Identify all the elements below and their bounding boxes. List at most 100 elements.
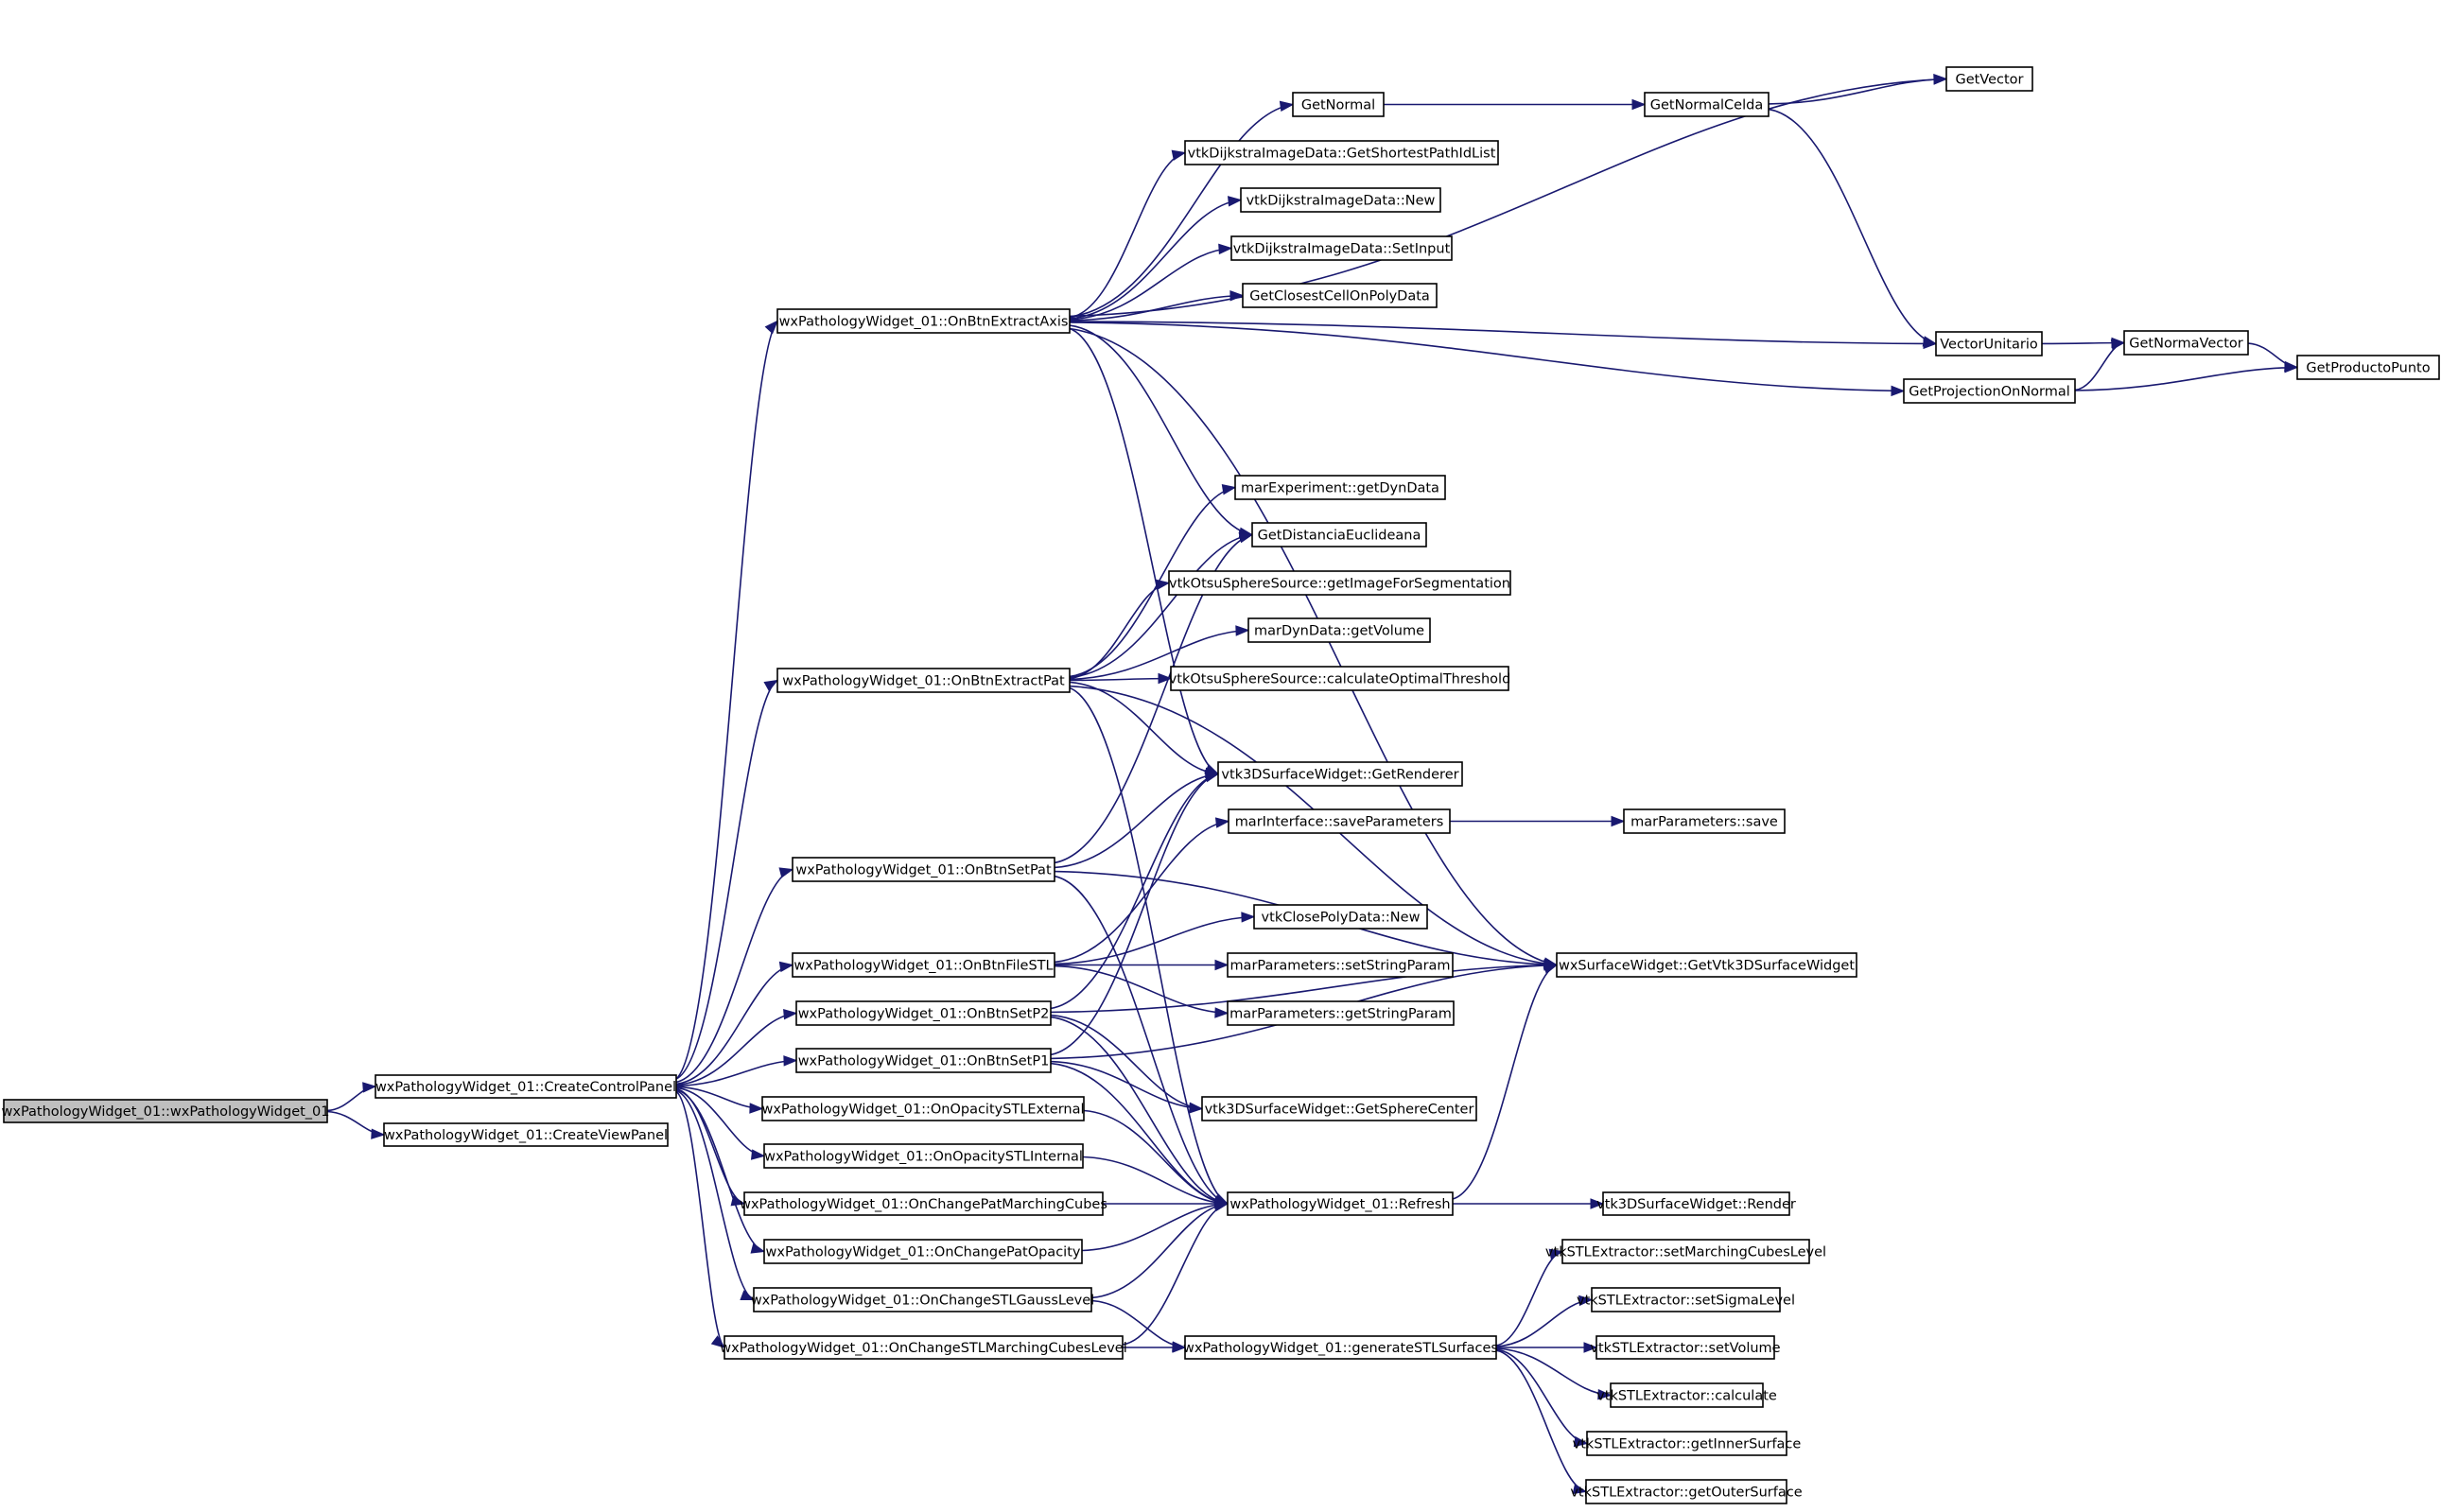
node-box xyxy=(1227,952,1454,978)
node-box xyxy=(1591,1287,1781,1312)
arrowhead-chgSTLMC-to-genSTL xyxy=(1172,1342,1187,1353)
node-label: marParameters::setStringParam xyxy=(1229,959,1450,974)
node-label: wxSurfaceWidget::GetVtk3DSurfaceWidget xyxy=(1559,959,1855,974)
node-calc[interactable]: vtkSTLExtractor::calculate xyxy=(1596,1382,1777,1408)
node-saveParams[interactable]: marInterface::saveParameters xyxy=(1228,808,1451,834)
edge-extractAxis-to-dijNew xyxy=(1069,199,1242,320)
node-box xyxy=(1935,331,2043,356)
node-setStr[interactable]: marParameters::setStringParam xyxy=(1227,952,1454,978)
arrowhead-createControl-to-extractAxis xyxy=(764,320,778,335)
node-closePoly[interactable]: vtkClosePolyData::New xyxy=(1253,904,1428,930)
node-box xyxy=(1227,1000,1455,1026)
arrowhead-setP1-to-sphereCenter xyxy=(1189,1103,1204,1114)
node-box xyxy=(1242,283,1438,308)
edge-extractPat-to-otsuImg xyxy=(1069,582,1170,680)
node-getStr[interactable]: marParameters::getStringParam xyxy=(1227,1000,1455,1026)
node-vecUnit[interactable]: VectorUnitario xyxy=(1935,331,2043,356)
node-getNormal[interactable]: GetNormal xyxy=(1292,92,1385,117)
node-closestCell[interactable]: GetClosestCellOnPolyData xyxy=(1242,283,1438,308)
node-box xyxy=(1168,570,1511,596)
node-outer[interactable]: vtkSTLExtractor::getOuterSurface xyxy=(1570,1479,1803,1504)
node-setVol[interactable]: vtkSTLExtractor::setVolume xyxy=(1590,1335,1781,1360)
node-chgOp[interactable]: wxPathologyWidget_01::OnChangePatOpacity xyxy=(763,1239,1083,1264)
node-getRenderer[interactable]: vtk3DSurfaceWidget::GetRenderer xyxy=(1217,761,1463,787)
node-extractAxis[interactable]: wxPathologyWidget_01::OnBtnExtractAxis xyxy=(776,308,1071,334)
edge-refresh-to-getVtk3D xyxy=(1452,964,1558,1200)
node-createView[interactable]: wxPathologyWidget_01::CreateViewPanel xyxy=(383,1122,669,1147)
node-setMCL[interactable]: vtkSTLExtractor::setMarchingCubesLevel xyxy=(1545,1239,1826,1264)
node-label: vtkSTLExtractor::getInnerSurface xyxy=(1573,1437,1802,1452)
node-inner[interactable]: vtkSTLExtractor::getInnerSurface xyxy=(1573,1431,1802,1456)
node-label: wxPathologyWidget_01::OnChangeSTLMarchin… xyxy=(720,1341,1127,1356)
node-label: wxPathologyWidget_01::OnOpacitySTLExtern… xyxy=(761,1103,1084,1118)
edge-createControl-to-setP1 xyxy=(675,1059,797,1087)
node-getVector[interactable]: GetVector xyxy=(1945,66,2033,92)
node-setPat[interactable]: wxPathologyWidget_01::OnBtnSetPat xyxy=(792,857,1055,882)
arrowhead-root-to-createView xyxy=(371,1128,386,1139)
node-dijSetInput[interactable]: vtkDijkstraImageData::SetInput xyxy=(1230,235,1453,261)
node-label: vtkDijkstraImageData::SetInput xyxy=(1233,242,1451,257)
edge-setPat-to-distEuc xyxy=(1054,533,1253,864)
node-box xyxy=(1585,1479,1787,1504)
node-sphereCenter[interactable]: vtk3DSurfaceWidget::GetSphereCenter xyxy=(1201,1096,1477,1121)
node-extractPat[interactable]: wxPathologyWidget_01::OnBtnExtractPat xyxy=(776,668,1071,693)
edge-setP1-to-getRenderer xyxy=(1050,773,1219,1056)
arrowhead-chgSTLMC-to-refresh xyxy=(1213,1200,1229,1212)
node-root[interactable]: wxPathologyWidget_01::wxPathologyWidget_… xyxy=(2,1099,330,1123)
node-label: vtkSTLExtractor::setMarchingCubesLevel xyxy=(1545,1245,1826,1260)
node-opInt[interactable]: wxPathologyWidget_01::OnOpacitySTLIntern… xyxy=(763,1143,1084,1169)
node-box xyxy=(1251,522,1427,547)
node-label: GetNormalCelda xyxy=(1650,98,1763,113)
node-refresh[interactable]: wxPathologyWidget_01::Refresh xyxy=(1227,1191,1454,1216)
edge-extractPat-to-getVolume xyxy=(1069,629,1249,681)
node-normalCelda[interactable]: GetNormalCelda xyxy=(1644,92,1770,117)
node-box xyxy=(1228,808,1451,834)
node-getVtk3D[interactable]: wxSurfaceWidget::GetVtk3DSurfaceWidget xyxy=(1556,952,1857,978)
node-box xyxy=(761,1096,1085,1121)
edge-extractAxis-to-dijSetInput xyxy=(1069,247,1232,321)
node-render[interactable]: vtk3DSurfaceWidget::Render xyxy=(1596,1191,1796,1216)
node-setSigma[interactable]: vtkSTLExtractor::setSigmaLevel xyxy=(1577,1287,1795,1312)
node-getDyn[interactable]: marExperiment::getDynData xyxy=(1234,475,1446,500)
node-fileSTL[interactable]: wxPathologyWidget_01::OnBtnFileSTL xyxy=(792,952,1055,978)
edge-extractAxis-to-projNormal xyxy=(1069,322,1905,392)
node-shortest[interactable]: vtkDijkstraImageData::GetShortestPathIdL… xyxy=(1184,140,1499,165)
node-box xyxy=(1945,66,2033,92)
node-box xyxy=(2123,330,2249,356)
arrowhead-setPat-to-distEuc xyxy=(1238,532,1254,544)
node-mpSave[interactable]: marParameters::save xyxy=(1623,808,1786,834)
arrowhead-createControl-to-opExt xyxy=(749,1103,764,1114)
node-opExt[interactable]: wxPathologyWidget_01::OnOpacitySTLExtern… xyxy=(761,1096,1085,1121)
node-genSTL[interactable]: wxPathologyWidget_01::generateSTLSurface… xyxy=(1183,1335,1498,1360)
arrowhead-extractAxis-to-closestCell xyxy=(1229,290,1245,302)
arrowhead-genSTL-to-calc xyxy=(1597,1388,1613,1400)
node-createControl[interactable]: wxPathologyWidget_01::CreateControlPanel xyxy=(375,1074,677,1099)
node-chgGauss[interactable]: wxPathologyWidget_01::OnChangeSTLGaussLe… xyxy=(751,1287,1094,1312)
node-normaVec[interactable]: GetNormaVector xyxy=(2123,330,2249,356)
arrowhead-extractAxis-to-shortest xyxy=(1171,149,1187,161)
node-chgMC[interactable]: wxPathologyWidget_01::OnChangePatMarchin… xyxy=(740,1191,1107,1216)
node-setP1[interactable]: wxPathologyWidget_01::OnBtnSetP1 xyxy=(795,1048,1052,1073)
node-label: wxPathologyWidget_01::wxPathologyWidget_… xyxy=(2,1104,330,1120)
node-label: wxPathologyWidget_01::OnBtnFileSTL xyxy=(793,959,1053,974)
node-prodPunto[interactable]: GetProductoPunto xyxy=(2296,355,2440,380)
node-dijNew[interactable]: vtkDijkstraImageData::New xyxy=(1240,187,1441,213)
node-label: wxPathologyWidget_01::OnChangePatOpacity xyxy=(766,1245,1081,1260)
node-box xyxy=(776,308,1071,334)
node-label: vtkSTLExtractor::calculate xyxy=(1596,1389,1777,1404)
node-distEuc[interactable]: GetDistanciaEuclideana xyxy=(1251,522,1427,547)
node-label: GetProjectionOnNormal xyxy=(1909,385,2070,400)
node-label: wxPathologyWidget_01::generateSTLSurface… xyxy=(1183,1341,1498,1356)
node-otsuImg[interactable]: vtkOtsuSphereSource::getImageForSegmenta… xyxy=(1168,570,1511,596)
node-otsuCalc[interactable]: vtkOtsuSphereSource::calculateOptimalThr… xyxy=(1169,666,1511,691)
arrowhead-createControl-to-opInt xyxy=(750,1149,766,1160)
edge-fileSTL-to-closePoly xyxy=(1054,915,1255,965)
edge-extractAxis-to-closestCell xyxy=(1069,294,1244,322)
node-setP2[interactable]: wxPathologyWidget_01::OnBtnSetP2 xyxy=(795,1000,1052,1026)
node-projNormal[interactable]: GetProjectionOnNormal xyxy=(1903,378,2076,404)
node-chgSTLMC[interactable]: wxPathologyWidget_01::OnChangeSTLMarchin… xyxy=(720,1335,1127,1360)
node-getVolume[interactable]: marDynData::getVolume xyxy=(1247,617,1431,643)
edge-extractAxis-to-getRenderer xyxy=(1069,327,1219,775)
node-box xyxy=(1623,808,1786,834)
arrowhead-createControl-to-setP2 xyxy=(783,1008,798,1020)
